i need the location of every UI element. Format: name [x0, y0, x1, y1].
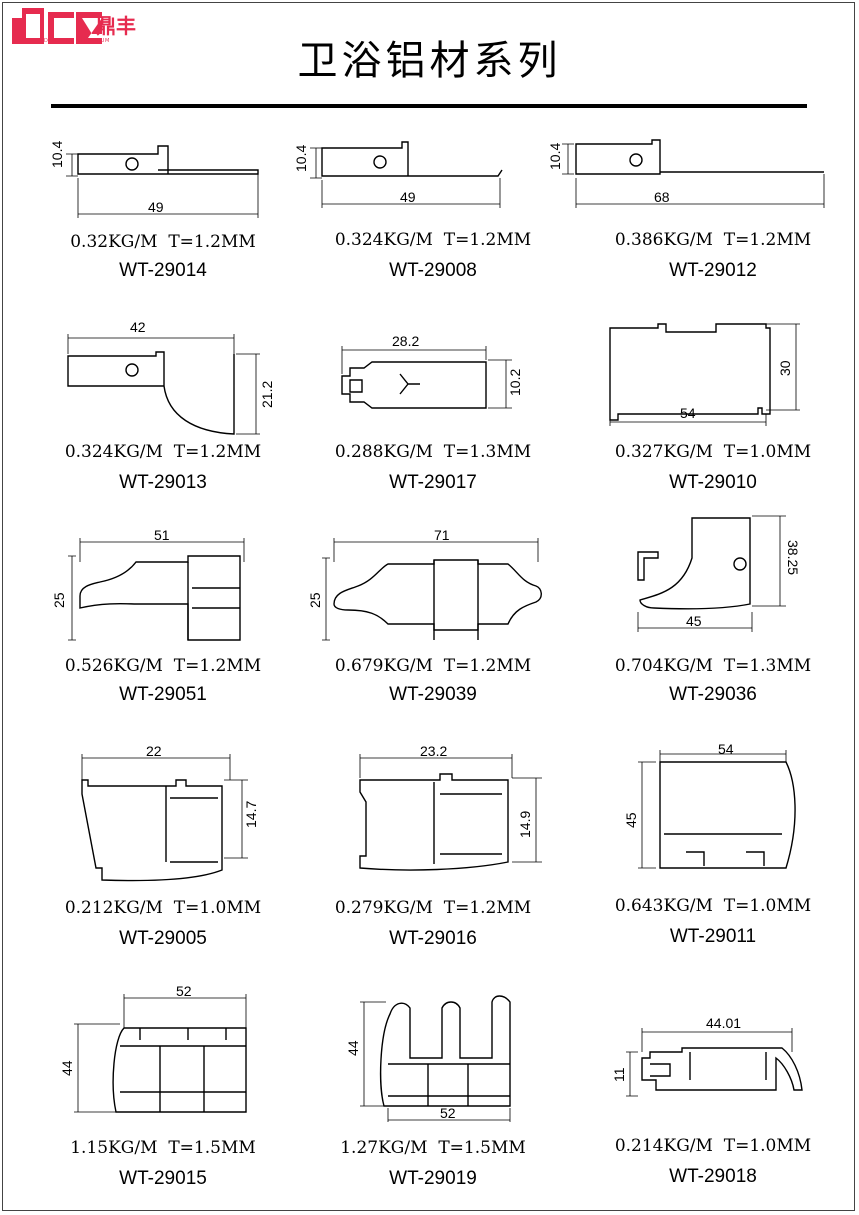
product-model: WT-29019 — [389, 1168, 477, 1189]
product-model: WT-29011 — [669, 926, 757, 947]
svg-text:44: 44 — [59, 1060, 75, 1076]
svg-text:22: 22 — [146, 743, 162, 759]
svg-text:45: 45 — [686, 613, 702, 629]
svg-text:54: 54 — [718, 741, 734, 757]
svg-text:10.4: 10.4 — [49, 141, 65, 168]
product-card: 44 52 1.27KG/M T=1.5MM WT-29019 — [290, 984, 576, 1204]
profile-drawing-icon: 10.4 49 — [293, 141, 503, 208]
svg-text:14.9: 14.9 — [517, 811, 533, 838]
product-spec: 0.324KG/M T=1.2MM — [64, 442, 262, 462]
product-card: 51 25 0.526KG/M T=1.2MM WT-29051 — [20, 527, 306, 748]
product-spec: 0.279KG/M T=1.2MM — [334, 898, 532, 918]
product-card: 44.01 11 0.214KG/M T=1.0MM WT-29018 — [570, 984, 856, 1204]
svg-text:30: 30 — [777, 360, 793, 376]
product-spec: 0.327KG/M T=1.0MM — [614, 442, 812, 462]
svg-text:28.2: 28.2 — [392, 333, 419, 349]
product-model: WT-29012 — [669, 260, 757, 281]
title-divider — [51, 104, 807, 108]
profile-drawing-icon: 44.01 11 — [611, 1015, 803, 1097]
svg-text:10.2: 10.2 — [507, 369, 523, 396]
product-card: 38.25 45 0.704KG/M T=1.3MM WT-29036 — [570, 508, 856, 728]
profile-drawing-icon: 54 45 — [623, 741, 796, 869]
product-model: WT-29008 — [389, 260, 477, 281]
svg-text:23.2: 23.2 — [420, 743, 447, 759]
product-spec: 0.386KG/M T=1.2MM — [614, 230, 812, 250]
product-spec: 0.643KG/M T=1.0MM — [614, 896, 812, 916]
svg-text:52: 52 — [440, 1105, 456, 1121]
product-model: WT-29015 — [119, 1168, 207, 1189]
product-model: WT-29014 — [119, 260, 207, 281]
profile-drawing-icon: 42 21.2 — [67, 319, 275, 435]
svg-text:71: 71 — [434, 527, 450, 543]
svg-text:49: 49 — [400, 189, 416, 205]
product-spec: 0.288KG/M T=1.3MM — [334, 442, 532, 462]
product-spec: 0.324KG/M T=1.2MM — [334, 230, 532, 250]
svg-text:21.2: 21.2 — [259, 381, 275, 408]
svg-text:42: 42 — [130, 319, 146, 335]
svg-text:11: 11 — [611, 1067, 627, 1082]
profile-drawing-icon: 54 30 — [609, 323, 800, 426]
product-spec: 1.15KG/M T=1.5MM — [70, 1138, 256, 1158]
svg-text:25: 25 — [51, 592, 67, 608]
product-spec: 0.32KG/M T=1.2MM — [70, 232, 256, 252]
product-model: WT-29016 — [389, 928, 477, 949]
svg-text:45: 45 — [623, 812, 639, 828]
product-model: WT-29010 — [669, 472, 757, 493]
svg-text:51: 51 — [154, 527, 170, 543]
svg-text:52: 52 — [176, 983, 192, 999]
profile-drawing-icon: 28.2 10.2 — [341, 333, 523, 409]
product-model: WT-29039 — [389, 684, 477, 705]
product-model: WT-29017 — [389, 472, 477, 493]
product-model: WT-29018 — [669, 1166, 757, 1187]
logo-mark-icon — [12, 8, 102, 44]
product-model: WT-29005 — [119, 928, 207, 949]
product-card: 23.2 14.9 0.279KG/M T=1.2MM WT-29016 — [290, 742, 576, 962]
product-card: 10.4 49 0.324KG/M T=1.2MM WT-29008 — [290, 130, 576, 350]
svg-text:68: 68 — [654, 189, 670, 205]
product-card: 54 45 0.643KG/M T=1.0MM WT-29011 — [570, 741, 856, 962]
product-spec: 0.214KG/M T=1.0MM — [614, 1136, 812, 1156]
profile-drawing-icon: 44 52 — [345, 995, 511, 1122]
profile-drawing-icon: 10.4 68 — [547, 139, 825, 208]
profile-drawing-icon: 52 44 — [59, 983, 247, 1113]
svg-text:38.25: 38.25 — [785, 540, 801, 575]
svg-text:14.7: 14.7 — [243, 801, 259, 828]
profile-drawing-icon: 22 14.7 — [81, 743, 259, 882]
svg-text:10.4: 10.4 — [293, 145, 309, 172]
logo-chinese-text: 鼎丰 — [96, 14, 136, 38]
product-spec: 0.526KG/M T=1.2MM — [64, 656, 262, 676]
profile-drawing-icon: 71 25 — [307, 527, 542, 641]
product-card: 52 44 1.15KG/M T=1.5MM WT-29015 — [20, 983, 306, 1204]
svg-text:49: 49 — [148, 199, 164, 215]
product-card: 10.4 49 0.32KG/M T=1.2MM WT-29014 — [20, 130, 306, 350]
product-spec: 1.27KG/M T=1.5MM — [340, 1138, 526, 1158]
product-card: 54 30 0.327KG/M T=1.0MM WT-29010 — [570, 318, 856, 538]
profile-drawing-icon: 23.2 14.9 — [359, 743, 542, 871]
svg-text:44.01: 44.01 — [706, 1015, 741, 1031]
svg-text:25: 25 — [307, 592, 323, 608]
product-card: 71 25 0.679KG/M T=1.2MM WT-29039 — [290, 527, 576, 748]
logo-subtext: DINGFENG ALUMINIUM — [44, 38, 110, 44]
product-card: 22 14.7 0.212KG/M T=1.0MM WT-29005 — [20, 742, 306, 962]
product-spec: 0.679KG/M T=1.2MM — [334, 656, 532, 676]
svg-text:54: 54 — [680, 405, 696, 421]
product-spec: 0.704KG/M T=1.3MM — [614, 656, 812, 676]
product-spec: 0.212KG/M T=1.0MM — [64, 898, 262, 918]
profile-drawing-icon: 38.25 45 — [637, 515, 801, 632]
product-model: WT-29013 — [119, 472, 207, 493]
svg-text:10.4: 10.4 — [547, 143, 563, 170]
profile-drawing-icon: 10.4 49 — [49, 141, 259, 218]
profile-drawing-icon: 51 25 — [51, 527, 245, 641]
svg-text:44: 44 — [345, 1040, 361, 1056]
page-title: 卫浴铝材系列 — [297, 38, 562, 84]
product-card: 28.2 10.2 0.288KG/M T=1.3MM WT-29017 — [290, 318, 576, 538]
product-model: WT-29036 — [669, 684, 757, 705]
product-card: 10.4 68 0.386KG/M T=1.2MM WT-29012 — [547, 130, 856, 350]
product-model: WT-29051 — [119, 684, 207, 705]
product-card: 42 21.2 0.324KG/M T=1.2MM WT-29013 — [20, 318, 306, 538]
